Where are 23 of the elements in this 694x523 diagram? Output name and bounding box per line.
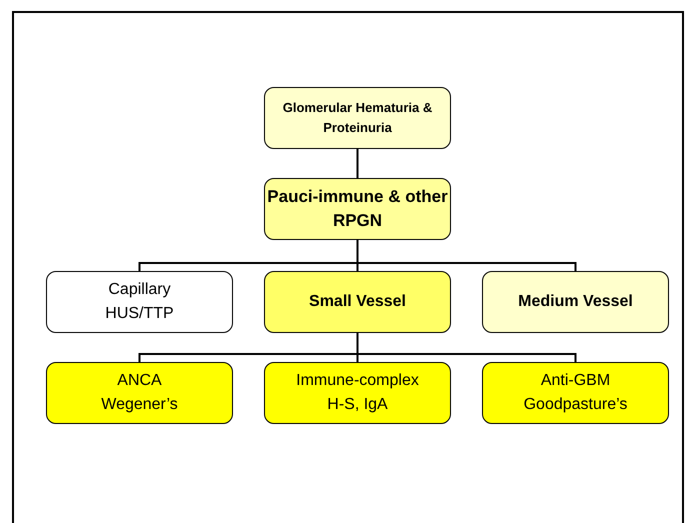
box-label: Glomerular Hematuria & Proteinuria <box>282 99 434 137</box>
box-label: Wegener’s <box>101 395 178 415</box>
box-label: Pauci-immune & other RPGN <box>266 186 449 232</box>
connector-line <box>356 240 576 271</box>
category-box <box>482 271 669 333</box>
connector-line <box>356 333 576 362</box>
category-box <box>264 87 451 149</box>
connector-line <box>356 149 358 178</box>
category-box <box>482 362 669 424</box>
box-label: H-S, IgA <box>327 395 388 415</box>
box-label: Small Vessel <box>309 292 406 312</box>
box-label: Goodpasture’s <box>524 395 628 415</box>
box-label: ANCA <box>117 371 162 391</box>
category-box <box>264 178 451 240</box>
box-label: Capillary <box>108 280 171 300</box>
category-box <box>46 362 233 424</box>
category-box <box>264 362 451 424</box>
box-label: HUS/TTP <box>105 304 174 324</box>
box-label: Medium Vessel <box>518 292 633 312</box>
category-box <box>46 271 233 333</box>
box-label: Anti-GBM <box>540 371 610 391</box>
category-box <box>264 271 451 333</box>
box-label: Immune-complex <box>296 371 419 391</box>
